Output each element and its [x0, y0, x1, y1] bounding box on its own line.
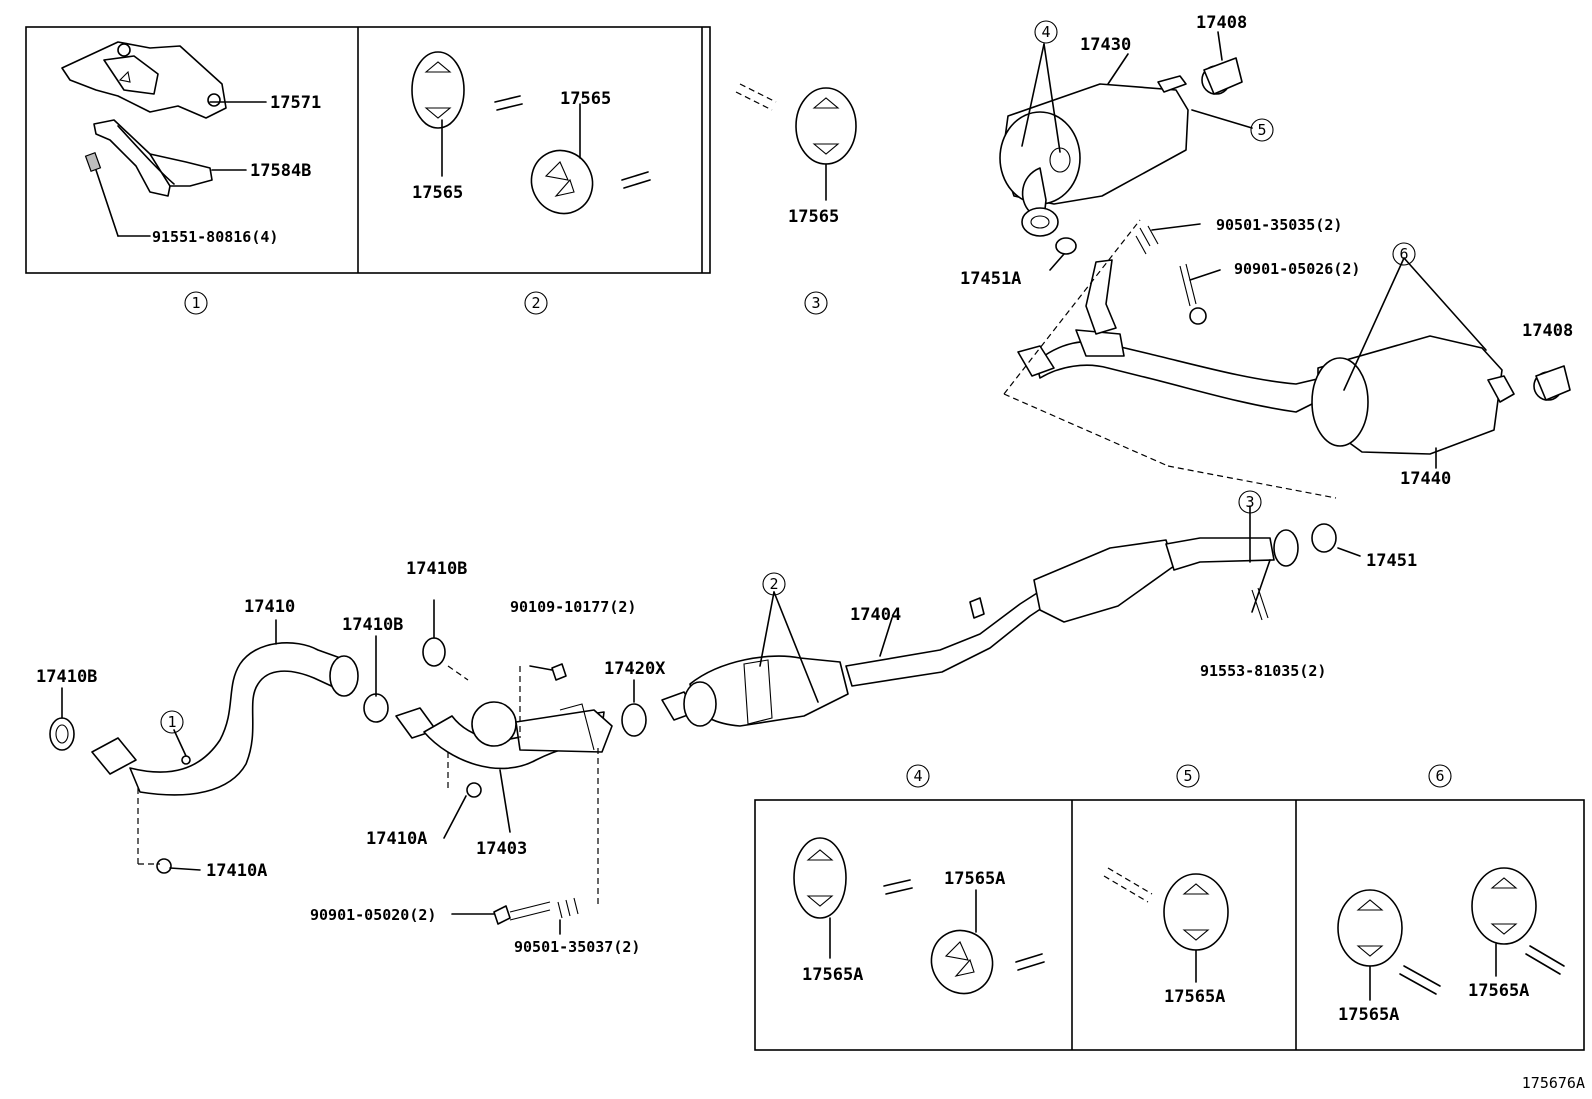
svg-text:4: 4: [913, 767, 922, 785]
part-label-17408-top: 17408: [1196, 13, 1247, 33]
detail-1-clamp-illustration: [61, 41, 267, 237]
svg-text:2: 2: [769, 575, 778, 593]
callout-4-muffler: 4: [1034, 20, 1058, 44]
detail-4-hanger-illustration: [793, 837, 1045, 995]
detail-3-hanger-illustration: [735, 83, 857, 201]
part-label-17420X: 17420X: [604, 659, 666, 679]
center-pipe-illustration: [661, 505, 1361, 727]
detail-5-hanger-illustration: [1103, 867, 1229, 983]
detail-panel-bottom: 4 5 6 17565A 17565A: [754, 764, 1585, 1051]
part-label-17584B: 17584B: [250, 161, 311, 181]
svg-text:1: 1: [191, 294, 200, 312]
part-label-17408-right: 17408: [1522, 321, 1573, 341]
part-label-17565-box3: 17565: [788, 207, 839, 227]
detail-6-hanger-illustration: [1337, 867, 1565, 1001]
part-label-17410A-bottom: 17410A: [206, 861, 267, 881]
callout-3-pipe: 3: [1238, 490, 1262, 514]
part-label-17565A-box6-right: 17565A: [1468, 981, 1529, 1001]
part-label-17451A: 17451A: [960, 269, 1021, 289]
svg-text:5: 5: [1257, 121, 1266, 139]
svg-text:6: 6: [1435, 767, 1444, 785]
part-label-17403: 17403: [476, 839, 527, 859]
part-label-17565-upper: 17565: [560, 89, 611, 109]
svg-text:5: 5: [1183, 767, 1192, 785]
svg-text:6: 6: [1399, 245, 1408, 263]
part-label-17440: 17440: [1400, 469, 1451, 489]
callout-2: 2: [524, 291, 548, 315]
part-label-90901-05020: 90901-05020(2): [310, 906, 436, 924]
callout-6-muffler: 6: [1392, 242, 1416, 266]
svg-text:2: 2: [531, 294, 540, 312]
part-label-17410B-left: 17410B: [36, 667, 97, 687]
part-label-91551-80816: 91551-80816(4): [152, 228, 278, 246]
callout-3: 3: [804, 291, 828, 315]
part-label-17410B-mid: 17410B: [342, 615, 403, 635]
part-label-17451: 17451: [1366, 551, 1417, 571]
part-label-17430: 17430: [1080, 35, 1131, 55]
detail-panel-top: 17571 17584B 91551-80816(4) 17565 17565 …: [25, 26, 857, 315]
svg-text:1: 1: [167, 713, 176, 731]
part-label-17565A-box4-upper: 17565A: [944, 869, 1005, 889]
callout-4: 4: [906, 764, 930, 788]
part-label-17565A-box5: 17565A: [1164, 987, 1225, 1007]
part-label-90501-35037: 90501-35037(2): [514, 938, 640, 956]
muffler-assembly-illustration: [999, 31, 1571, 499]
front-pipe-illustration: [49, 599, 647, 935]
svg-text:3: 3: [811, 294, 820, 312]
part-label-17410: 17410: [244, 597, 295, 617]
callout-2-pipe: 2: [762, 572, 786, 596]
part-label-90109-10177: 90109-10177(2): [510, 598, 636, 616]
part-label-17410A-mid: 17410A: [366, 829, 427, 849]
part-label-17571: 17571: [270, 93, 321, 113]
callout-1: 1: [184, 291, 208, 315]
part-label-17410B-top: 17410B: [406, 559, 467, 579]
part-label-17565A-box6-left: 17565A: [1338, 1005, 1399, 1025]
svg-text:3: 3: [1245, 493, 1254, 511]
part-label-17404: 17404: [850, 605, 901, 625]
part-label-90501-35035: 90501-35035(2): [1216, 216, 1342, 234]
svg-text:4: 4: [1041, 23, 1050, 41]
callout-5: 5: [1176, 764, 1200, 788]
callout-6: 6: [1428, 764, 1452, 788]
part-label-91553-81035: 91553-81035(2): [1200, 662, 1326, 680]
part-label-90901-05026: 90901-05026(2): [1234, 260, 1360, 278]
diagram-reference-id: 175676A: [1522, 1074, 1585, 1092]
part-label-17565-lower: 17565: [412, 183, 463, 203]
detail-2-hanger-illustration: [411, 51, 651, 215]
part-label-17565A-box4-lower: 17565A: [802, 965, 863, 985]
callout-1-pipe: 1: [160, 710, 184, 734]
callout-5-muffler: 5: [1250, 118, 1274, 142]
